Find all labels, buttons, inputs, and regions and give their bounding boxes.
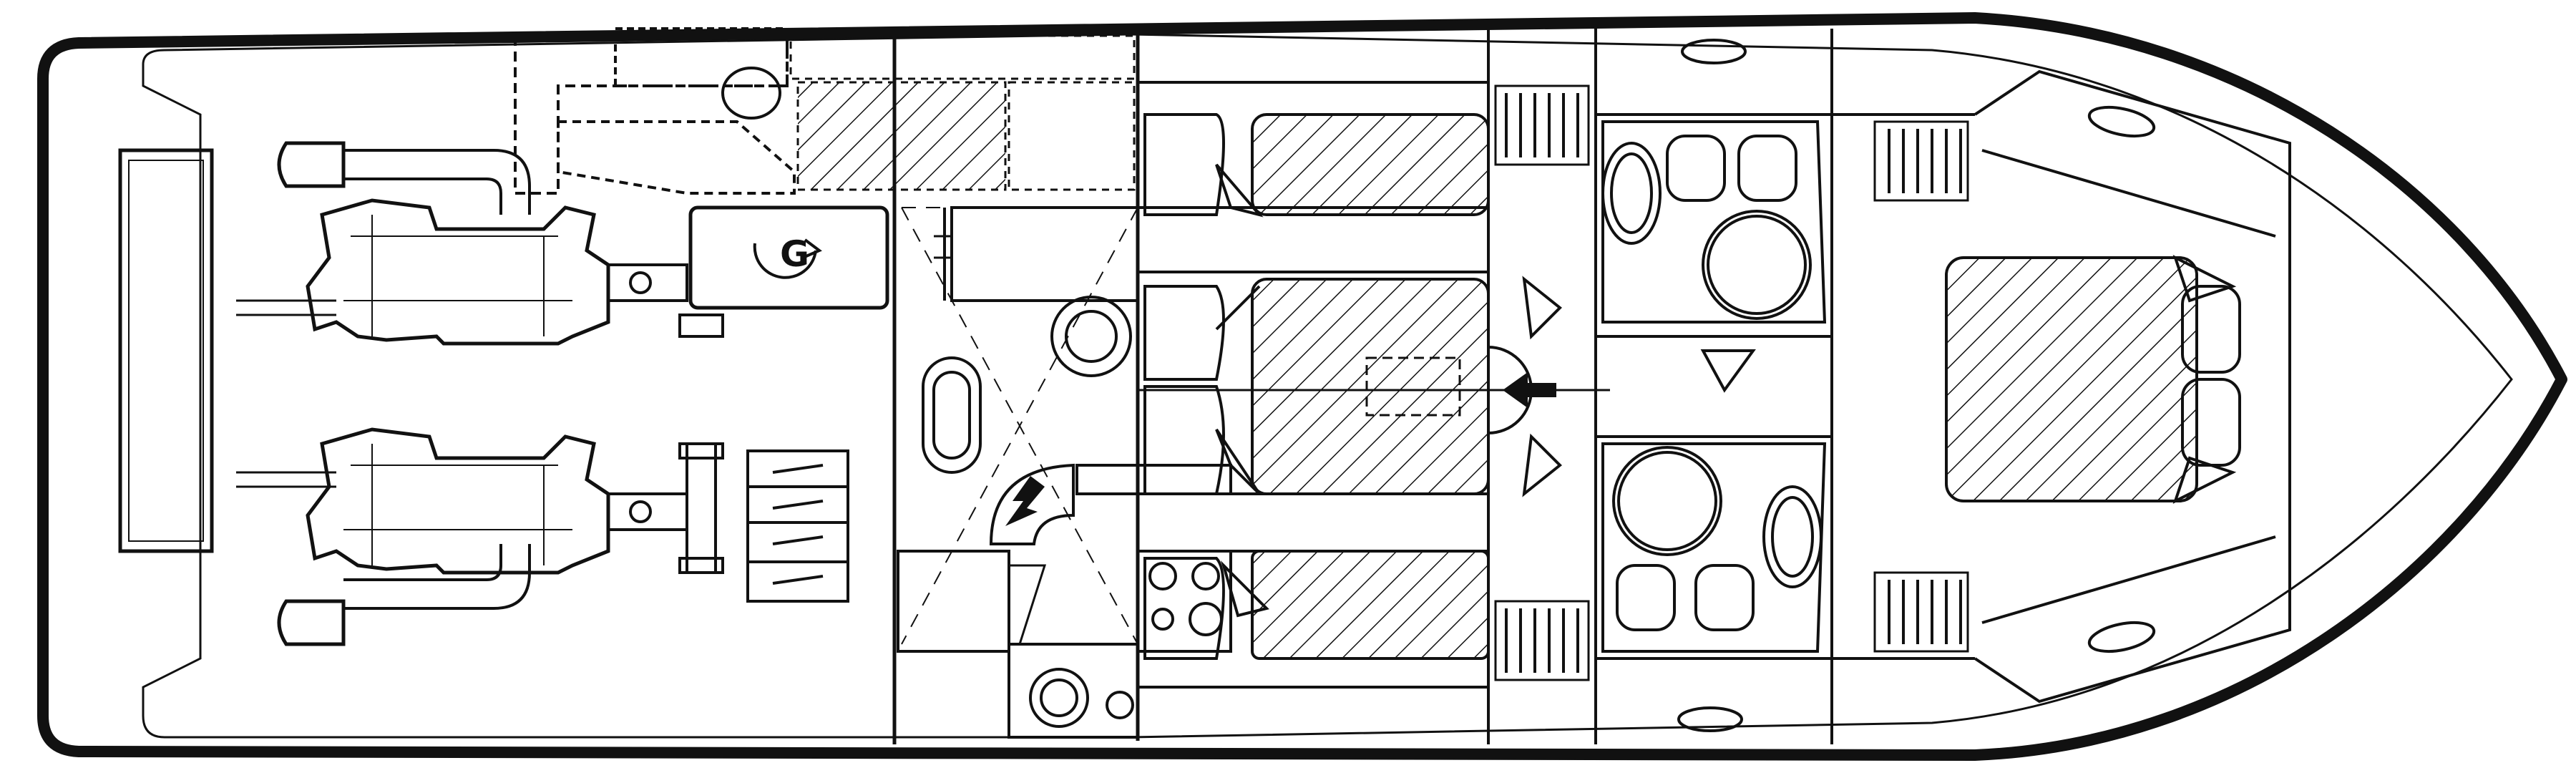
- companionway-stairs: [989, 463, 1075, 545]
- shower-starboard: [1702, 210, 1812, 320]
- engine-room: [236, 141, 889, 646]
- engine-port: [306, 427, 610, 575]
- engine-starboard: [306, 198, 610, 346]
- inner-deck-line: [142, 33, 2513, 739]
- head-port: [1601, 442, 1827, 653]
- refrigerator: [897, 550, 1010, 653]
- head-starboard: [1601, 120, 1827, 324]
- cooktop: [1136, 550, 1232, 653]
- transom-hatch: [118, 148, 214, 553]
- wash-basin-port: [1762, 485, 1823, 588]
- generator: [688, 205, 889, 310]
- generator-label: G: [780, 233, 809, 275]
- forward-berth: [1945, 256, 2198, 502]
- exhaust-port: [343, 544, 531, 610]
- hull-outline: [37, 12, 2567, 761]
- guest-cabins: [1138, 29, 1610, 744]
- shower-port: [1612, 446, 1722, 556]
- exhaust-starboard: [343, 149, 531, 215]
- galley: [897, 206, 1232, 739]
- forward-stateroom: [1677, 39, 2291, 732]
- sink: [1029, 668, 1089, 728]
- wash-basin-starboard: [1601, 142, 1662, 245]
- battery-bank: [746, 449, 849, 603]
- heads: [1522, 29, 1833, 744]
